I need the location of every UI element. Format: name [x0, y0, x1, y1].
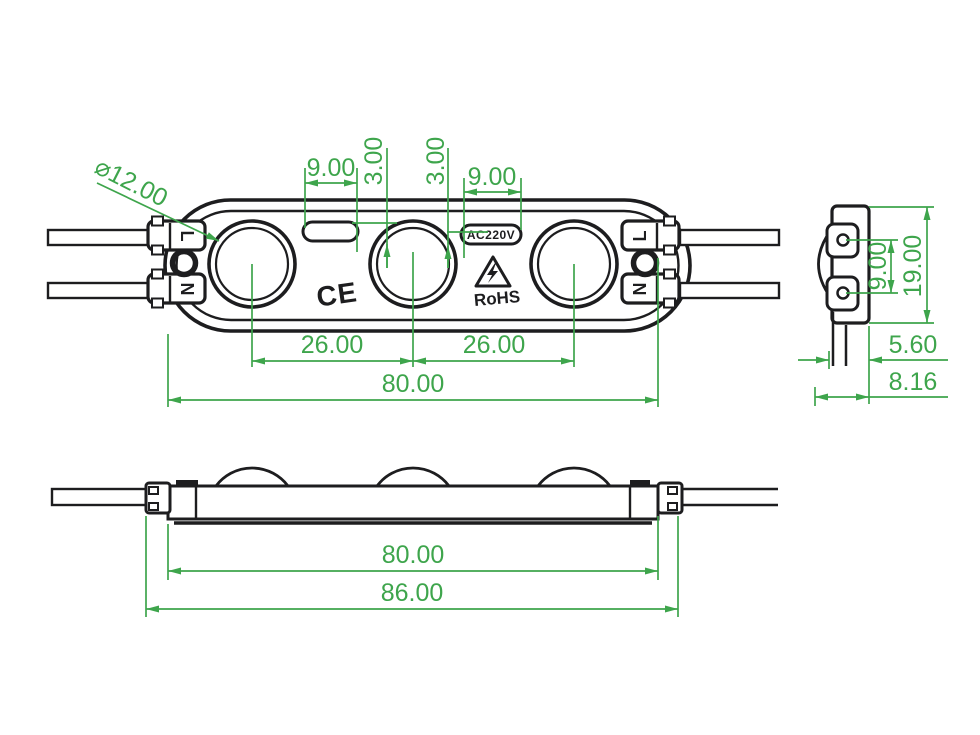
dim-module-height: 19.00 — [899, 235, 927, 298]
dim-left-gap: 3.00 — [360, 137, 388, 186]
connector-right-neutral: N — [620, 268, 681, 309]
dim-right-slot: 9.00 — [468, 163, 517, 191]
side-base-plate — [830, 204, 871, 325]
side-view: 9.00 19.00 5.60 8.16 — [798, 204, 948, 406]
mounting-slot — [301, 220, 360, 243]
dim-led-pitch-right: 26.00 — [463, 331, 526, 359]
neutral-label: N — [177, 283, 197, 296]
module-body-inner-outline — [175, 209, 680, 322]
front-connector-left — [144, 481, 172, 515]
live-label: L — [177, 231, 197, 242]
dim-lens-diameter: ⌀12.00 — [90, 152, 172, 212]
front-dome-1 — [214, 466, 290, 487]
connector-right-live: L — [620, 215, 681, 256]
dim-front-overall-length: 86.00 — [381, 579, 444, 607]
voltage-slot — [459, 223, 523, 246]
front-dome-2 — [375, 466, 451, 487]
wire-left-live — [46, 228, 151, 247]
front-connector-right — [656, 481, 684, 515]
connector-left-live: L — [146, 215, 207, 256]
dim-body-length: 80.00 — [382, 370, 445, 398]
front-view: 80.00 86.00 — [50, 466, 778, 617]
front-body-bar — [166, 484, 660, 521]
module-body-outline — [163, 198, 692, 333]
front-dome-3 — [536, 466, 612, 487]
dim-left-slot: 9.00 — [307, 154, 356, 182]
high-voltage-warning-icon — [474, 255, 512, 288]
live-label: L — [630, 231, 650, 242]
wire-right-neutral — [678, 281, 781, 300]
connector-left-neutral: N — [146, 268, 207, 309]
wire-left-neutral — [46, 281, 151, 300]
rohs-label: RoHS — [473, 287, 521, 310]
dim-hole-pitch: 9.00 — [864, 242, 892, 291]
dim-right-gap: 3.00 — [422, 137, 450, 186]
dim-total-depth: 8.16 — [889, 368, 938, 396]
top-view: AC220V CE RoHS L N — [46, 137, 781, 407]
screw-hole-right — [630, 248, 660, 278]
wire-right-live — [678, 228, 781, 247]
side-view-dimensions: 9.00 19.00 5.60 8.16 — [798, 206, 948, 406]
dim-front-body-length: 80.00 — [382, 541, 445, 569]
front-view-dimensions: 80.00 86.00 — [145, 516, 679, 617]
ce-mark: CE — [315, 276, 360, 312]
front-wire-right — [682, 487, 778, 507]
front-clip-left — [176, 480, 198, 486]
dim-led-pitch-left: 26.00 — [301, 331, 364, 359]
dim-base-depth: 5.60 — [889, 331, 938, 359]
front-wire-left — [50, 487, 148, 507]
voltage-label: AC220V — [467, 228, 515, 242]
neutral-label: N — [630, 283, 650, 296]
screw-hole-left — [169, 248, 199, 278]
front-clip-right — [630, 480, 650, 486]
